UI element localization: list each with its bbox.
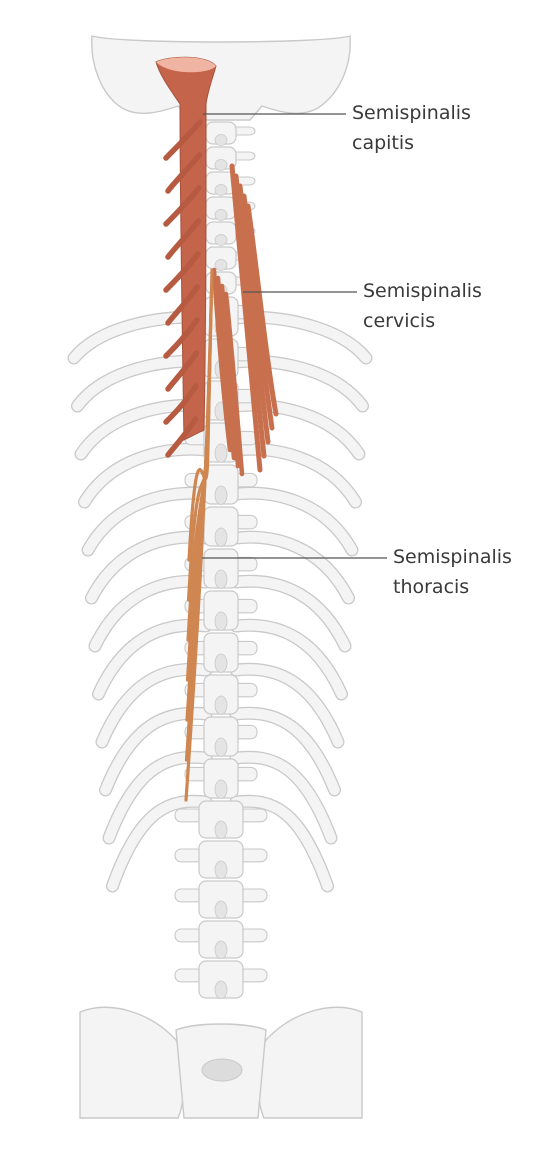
cervicis-fascicle — [229, 163, 263, 473]
left-rib-fill — [100, 708, 212, 796]
right-rib-fill — [230, 620, 347, 700]
label-cervicis-line2: cervicis — [363, 310, 436, 332]
left-rib-fill — [79, 444, 212, 508]
capitis-slip — [165, 350, 200, 392]
semispinalis-capitis-tendon — [156, 57, 216, 73]
spinous-process — [214, 653, 228, 673]
right-rib-fill — [230, 708, 340, 796]
cervicis-fascicle — [237, 183, 271, 445]
cervicis-fascicle — [233, 173, 267, 459]
spinous-process — [214, 940, 228, 960]
spinous-process — [214, 980, 228, 1000]
label-thoracis-line1: Semispinalis — [393, 546, 512, 568]
left-iliac-wing — [79, 1006, 185, 1119]
label-capitis-line2: capitis — [352, 132, 415, 154]
cervicis-fascicle-medial — [223, 291, 245, 477]
right-rib-fill — [230, 664, 344, 748]
capitis-slip — [165, 416, 199, 458]
right-rib-fill — [230, 488, 358, 556]
capitis-slip — [163, 119, 203, 161]
label-cervicis-line1: Semispinalis — [363, 280, 482, 302]
capitis-slip — [165, 218, 202, 260]
spinous-process — [214, 134, 228, 146]
capitis-slip — [165, 152, 203, 194]
right-rib-fill — [230, 444, 361, 508]
left-rib-fill — [103, 752, 212, 844]
label-capitis-line1: Semispinalis — [352, 102, 471, 124]
spinous-process — [214, 234, 228, 246]
muscles — [155, 56, 279, 802]
right-iliac-wing — [257, 1006, 363, 1119]
cervicis-fascicle-medial — [211, 267, 233, 453]
label-semispinalis-thoracis: Semispinalis thoracis — [393, 542, 512, 602]
spinous-process — [214, 527, 228, 547]
sacral-foramen — [201, 1058, 243, 1082]
spinous-process — [214, 569, 228, 589]
capitis-slip — [163, 317, 200, 359]
thoracis-fascicle — [187, 400, 210, 562]
capitis-slip — [163, 251, 201, 293]
right-rib-fill — [230, 796, 333, 892]
cervicis-fascicle — [245, 203, 279, 417]
left-rib-fill — [107, 796, 212, 892]
capitis-slip — [163, 185, 202, 227]
cervicis-fascicle — [241, 193, 275, 431]
spinous-process — [214, 779, 228, 799]
right-rib-fill — [230, 400, 365, 460]
cervicis-fascicle-medial — [219, 283, 241, 469]
spinous-process — [214, 159, 228, 171]
capitis-slip — [163, 383, 199, 425]
spinous-process — [214, 820, 228, 840]
label-thoracis-line2: thoracis — [393, 576, 470, 598]
spinous-process — [214, 860, 228, 880]
cervicis-fascicle-medial — [215, 275, 237, 461]
spinous-process — [214, 184, 228, 196]
spinous-process — [214, 611, 228, 631]
leader-lines — [202, 113, 387, 559]
spinous-process — [214, 485, 228, 505]
spinous-process — [214, 900, 228, 920]
spinous-process — [214, 443, 228, 463]
spinous-process — [214, 737, 228, 757]
label-semispinalis-capitis: Semispinalis capitis — [352, 98, 471, 158]
capitis-slip — [165, 284, 201, 326]
skull-base — [91, 35, 351, 121]
right-rib-fill — [230, 752, 337, 844]
spinous-process — [214, 695, 228, 715]
label-semispinalis-cervicis: Semispinalis cervicis — [363, 276, 482, 336]
right-rib-fill — [230, 576, 351, 652]
spinous-process — [214, 259, 228, 271]
skeleton — [67, 35, 373, 1119]
right-rib-fill — [230, 532, 354, 604]
spinous-process — [214, 209, 228, 221]
